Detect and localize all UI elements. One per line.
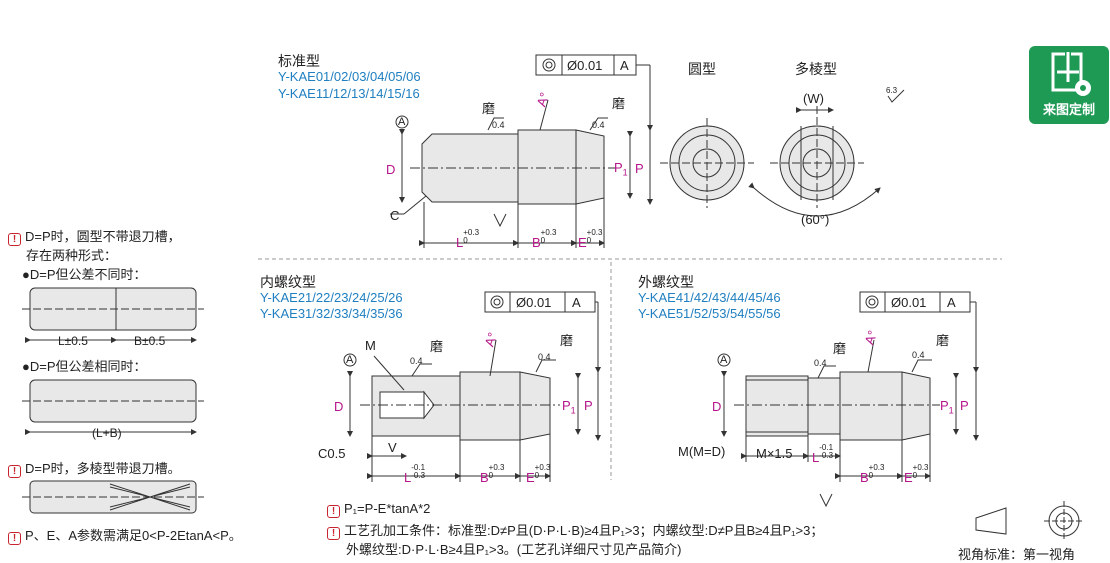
external-tolerance-value: Ø0.01 bbox=[891, 295, 927, 310]
internal-l-label: L-0.1-0.3 bbox=[404, 463, 426, 486]
internal-datum-a: A bbox=[346, 354, 354, 366]
left-lb: (L+B) bbox=[92, 426, 122, 440]
warning-icon: ! bbox=[8, 532, 21, 545]
warning-icon: ! bbox=[8, 233, 21, 246]
roughness-label: 6.3 bbox=[886, 86, 898, 95]
warning-icon: ! bbox=[8, 465, 21, 478]
dim-p1-label: P1 bbox=[614, 160, 628, 178]
roughness-small-2: 0.4 bbox=[592, 120, 605, 130]
internal-roughness: 0.4 bbox=[410, 356, 423, 366]
left-pin-multi bbox=[22, 480, 204, 514]
standard-code-2: Y-KAE11/12/13/14/15/16 bbox=[278, 86, 420, 101]
external-mx-label: M×1.5 bbox=[756, 446, 793, 461]
internal-d-label: D bbox=[334, 399, 344, 414]
left-pin-case2 bbox=[22, 379, 204, 435]
internal-tolerance-value: Ø0.01 bbox=[516, 295, 552, 310]
internal-grind-label: 磨 bbox=[430, 339, 444, 354]
internal-c05-label: C0.5 bbox=[318, 446, 346, 461]
external-l-label: L-0.1-0.3 bbox=[812, 443, 834, 466]
custom-drawing-icon bbox=[1051, 50, 1091, 96]
width-label: (W) bbox=[803, 91, 824, 106]
grind-label: 磨 bbox=[482, 101, 496, 116]
internal-thread-pin bbox=[343, 291, 601, 482]
internal-p1-label: P1 bbox=[562, 398, 576, 416]
internal-roughness-2: 0.4 bbox=[538, 352, 551, 362]
internal-p-label: P bbox=[584, 398, 593, 413]
angle-label: (60°) bbox=[801, 212, 830, 227]
note-multi-groove: !D=P时，多棱型带退刀槽。 bbox=[8, 458, 181, 478]
warning-icon: ! bbox=[327, 505, 340, 518]
note-formula: !P₁=P-E*tanA*2 bbox=[327, 501, 430, 518]
external-grind-label: 磨 bbox=[833, 341, 847, 356]
view-standard-label: 视角标准：第一视角 bbox=[958, 547, 1076, 562]
standard-code-1: Y-KAE01/02/03/04/05/06 bbox=[278, 69, 421, 84]
note-case1: ●D=P但公差不同时： bbox=[22, 267, 147, 282]
first-angle-symbol bbox=[975, 501, 1084, 541]
multi-side-end-view bbox=[748, 89, 905, 217]
external-p1-label: P1 bbox=[940, 398, 954, 416]
chamfer-c-label: C bbox=[390, 208, 400, 223]
internal-grind-label-2: 磨 bbox=[560, 333, 574, 348]
external-thread-pin bbox=[717, 291, 979, 508]
internal-m-label: M bbox=[365, 338, 376, 353]
note-case2: ●D=P但公差相同时： bbox=[22, 359, 147, 374]
external-roughness: 0.4 bbox=[814, 358, 827, 368]
left-pin-case1 bbox=[22, 287, 204, 343]
roughness-small: 0.4 bbox=[492, 120, 505, 130]
tolerance-value: Ø0.01 bbox=[567, 58, 603, 73]
note-d-equals-p-round: !D=P时，圆型不带退刀槽， bbox=[8, 226, 181, 246]
internal-v-label: V bbox=[388, 440, 397, 455]
standard-title: 标准型 bbox=[278, 53, 320, 69]
note-process-2: 外螺纹型:D·P·L·B≥4且P₁>3。(工艺孔详细尺寸见产品简介) bbox=[346, 542, 682, 557]
left-b-tol: B±0.5 bbox=[134, 334, 166, 348]
view-multi-label: 多棱型 bbox=[795, 61, 837, 77]
external-title: 外螺纹型 bbox=[638, 274, 694, 290]
datum-a-label: A bbox=[398, 116, 406, 128]
external-code-1: Y-KAE41/42/43/44/45/46 bbox=[638, 290, 781, 305]
note-two-forms: 存在两种形式： bbox=[26, 248, 118, 263]
dim-d-label: D bbox=[386, 162, 396, 177]
internal-code-1: Y-KAE21/22/23/24/25/26 bbox=[260, 290, 403, 305]
external-m-label: M(M=D) bbox=[678, 444, 726, 459]
badge-label: 来图定制 bbox=[1042, 102, 1095, 117]
external-d-label: D bbox=[712, 399, 722, 414]
external-p-label: P bbox=[960, 398, 969, 413]
round-end-view bbox=[660, 118, 754, 208]
view-round-label: 圆型 bbox=[688, 61, 716, 77]
note-pea-condition: !P、E、A参数需满足0<P-2EtanA<P。 bbox=[8, 525, 242, 545]
custom-drawing-badge[interactable]: 来图定制 bbox=[1029, 46, 1109, 124]
dim-p-label: P bbox=[635, 161, 644, 176]
grind-label-2: 磨 bbox=[612, 96, 626, 111]
tolerance-datum: A bbox=[620, 58, 629, 73]
external-roughness-2: 0.4 bbox=[912, 350, 925, 360]
external-datum-a: A bbox=[720, 354, 728, 366]
warning-icon: ! bbox=[327, 527, 340, 540]
note-process-1: !工艺孔加工条件：标准型:D≠P且(D·P·L·B)≥4且P₁>3；内螺纹型:D… bbox=[327, 520, 823, 540]
external-code-2: Y-KAE51/52/53/54/55/56 bbox=[638, 306, 781, 321]
external-grind-label-2: 磨 bbox=[936, 333, 950, 348]
internal-tolerance-datum: A bbox=[572, 295, 581, 310]
internal-code-2: Y-KAE31/32/33/34/35/36 bbox=[260, 306, 403, 321]
external-tolerance-datum: A bbox=[947, 295, 956, 310]
left-l-tol: L±0.5 bbox=[58, 334, 88, 348]
standard-pin bbox=[390, 54, 653, 248]
internal-title: 内螺纹型 bbox=[260, 274, 316, 290]
